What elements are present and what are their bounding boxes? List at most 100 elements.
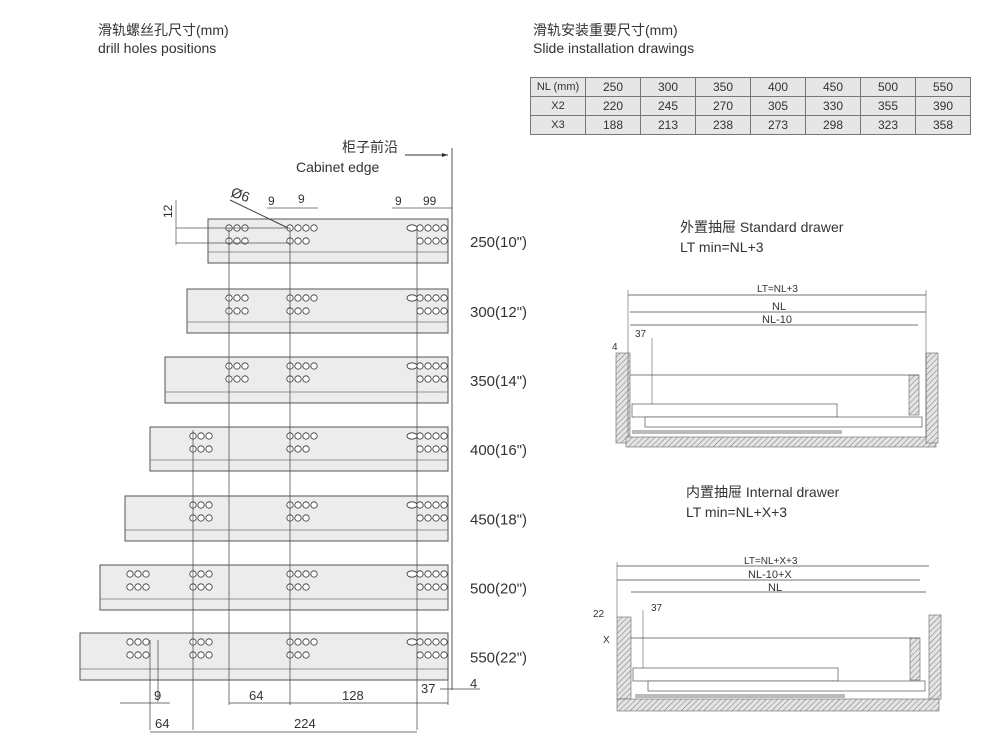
table-cell: 550	[915, 77, 971, 97]
int-dim-nl10x: NL-10+X	[748, 569, 792, 581]
drill-hole	[294, 237, 302, 245]
table-cell: NL (mm)	[530, 77, 586, 97]
drill-hole	[432, 224, 440, 232]
drill-hole	[302, 638, 310, 646]
internal-drawer-drawing	[616, 562, 942, 712]
drill-hole	[424, 445, 432, 453]
drill-hole	[310, 638, 318, 646]
std-dim-4: 4	[612, 342, 618, 353]
slide-size-label: 500(20")	[470, 581, 527, 598]
drill-hole	[440, 432, 448, 440]
drill-hole	[310, 224, 318, 232]
drill-hole	[310, 501, 318, 509]
right-title-zh: 滑轨安装重要尺寸(mm)	[533, 22, 678, 38]
slide-size-label: 250(10")	[470, 234, 527, 251]
drill-hole	[440, 570, 448, 578]
drill-hole	[424, 651, 432, 659]
drill-hole	[126, 583, 134, 591]
drill-hole	[302, 224, 310, 232]
drill-hole	[432, 651, 440, 659]
table-cell: 298	[805, 115, 861, 135]
drill-hole	[294, 294, 302, 302]
drill-hole	[432, 237, 440, 245]
std-dim-lt: LT=NL+3	[757, 284, 798, 295]
drill-hole	[424, 432, 432, 440]
drill-hole	[294, 307, 302, 315]
int-dim-x: X	[603, 635, 610, 646]
drill-hole	[440, 651, 448, 659]
drill-hole	[302, 445, 310, 453]
drill-hole	[440, 375, 448, 383]
diameter-label: Ø6	[229, 184, 252, 205]
drill-hole	[205, 583, 213, 591]
dim-bottom-9: 9	[154, 688, 161, 703]
slide-rail: 550(22")	[79, 632, 527, 681]
drill-hole	[294, 432, 302, 440]
drill-hole	[205, 432, 213, 440]
slide-rail: 300(12")	[186, 288, 527, 334]
drill-hole	[432, 514, 440, 522]
table-cell: 330	[805, 96, 861, 116]
slide-size-label: 550(22")	[470, 650, 527, 667]
drill-hole	[241, 375, 249, 383]
drill-hole	[440, 307, 448, 315]
dim-bottom-37: 37	[421, 681, 435, 696]
table-cell: 250	[585, 77, 641, 97]
drill-hole	[432, 445, 440, 453]
drill-hole	[294, 445, 302, 453]
diameter-leader	[229, 199, 289, 229]
drill-hole	[302, 362, 310, 370]
drill-hole	[134, 583, 142, 591]
internal-drawer-formula: LT min=NL+X+3	[686, 504, 787, 520]
int-dim-37: 37	[651, 603, 663, 614]
dim-bottom-64-b: 64	[155, 716, 169, 731]
drill-hole	[432, 570, 440, 578]
drill-hole	[416, 638, 424, 646]
int-dim-lt: LT=NL+X+3	[744, 556, 798, 567]
drill-hole	[440, 501, 448, 509]
drill-hole	[197, 501, 205, 509]
drill-hole	[424, 362, 432, 370]
slide-rails: 250(10")300(12")350(14")400(16")450(18")…	[79, 218, 527, 681]
drill-hole	[294, 638, 302, 646]
drill-hole	[302, 570, 310, 578]
drill-hole	[424, 237, 432, 245]
drill-hole	[241, 307, 249, 315]
drill-hole	[302, 307, 310, 315]
table-cell: 358	[915, 115, 971, 135]
right-title-en: Slide installation drawings	[533, 40, 695, 56]
drill-hole	[440, 445, 448, 453]
drill-hole	[294, 501, 302, 509]
drill-hole	[126, 570, 134, 578]
drill-hole	[416, 375, 424, 383]
drill-hole	[440, 237, 448, 245]
drill-hole	[233, 237, 241, 245]
drill-hole	[424, 501, 432, 509]
table-cell: 220	[585, 96, 641, 116]
drill-hole	[197, 583, 205, 591]
drill-hole	[197, 514, 205, 522]
dim-bottom-64: 64	[249, 688, 263, 703]
dim-9-b: 9	[298, 192, 305, 206]
table-cell: 350	[695, 77, 751, 97]
drill-hole	[424, 583, 432, 591]
drill-hole	[416, 224, 424, 232]
drill-hole	[440, 294, 448, 302]
standard-drawer-drawing	[615, 290, 939, 448]
drill-hole	[241, 362, 249, 370]
slide-rail: 450(18")	[124, 495, 527, 542]
drill-hole	[440, 362, 448, 370]
dim-99: 99	[423, 194, 437, 208]
drill-hole	[197, 638, 205, 646]
drill-hole	[416, 445, 424, 453]
reference-lines	[149, 228, 449, 730]
drill-hole	[294, 570, 302, 578]
dim-9-c: 9	[395, 194, 402, 208]
drill-hole	[134, 651, 142, 659]
drill-hole	[424, 570, 432, 578]
drill-hole	[302, 294, 310, 302]
drill-hole	[233, 307, 241, 315]
